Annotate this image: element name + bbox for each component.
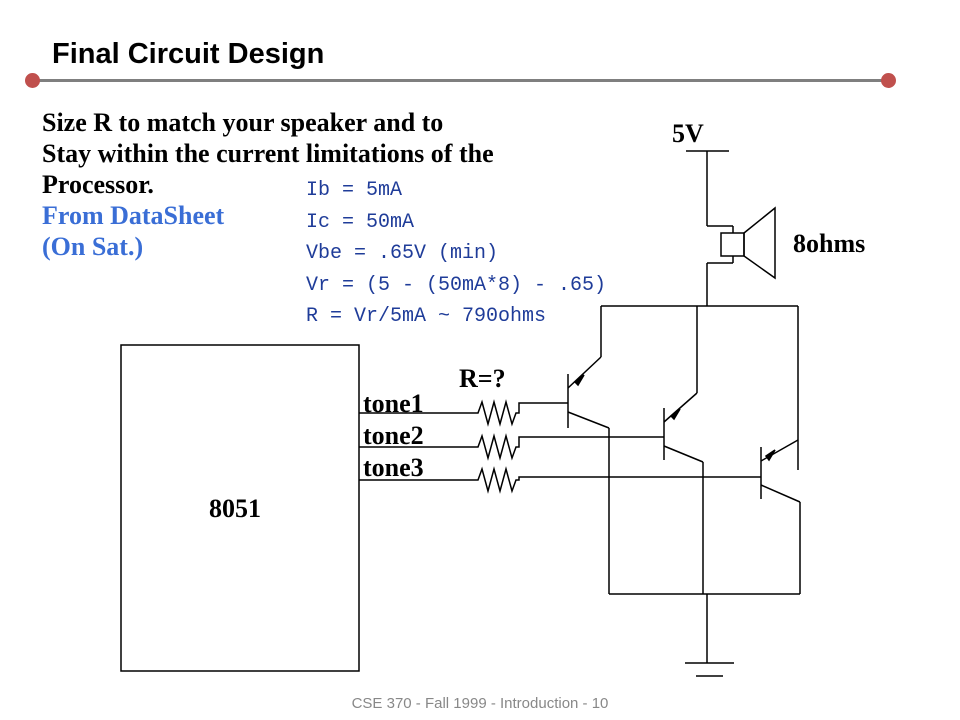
calculation-line: R = Vr/5mA ~ 790ohms — [306, 305, 547, 328]
description-line: Size R to match your speaker and to — [42, 108, 444, 137]
tone-label: tone2 — [363, 421, 424, 450]
speaker-icon — [707, 206, 776, 280]
tone-label: tone1 — [363, 389, 424, 418]
rule-dot-right — [881, 73, 896, 88]
resistor-icon — [462, 399, 537, 427]
supply-label: 5V — [672, 119, 704, 148]
transistor-q3 — [760, 439, 801, 503]
calculation-line: Vbe = .65V (min) — [306, 242, 499, 265]
description-line: Processor. — [42, 170, 154, 199]
resistor-icon — [462, 466, 729, 494]
slide-title: Final Circuit Design — [52, 38, 325, 70]
description-line: Stay within the current limitations of t… — [42, 139, 494, 168]
calculation-block: Ib = 5mA Ic = 50mA Vbe = .65V (min) Vr =… — [306, 175, 606, 333]
source-line: (On Sat.) — [42, 232, 144, 261]
transistor-q1 — [567, 356, 610, 429]
source-line: From DataSheet — [42, 201, 225, 230]
resistor-icon — [462, 433, 633, 461]
calculation-line: Vr = (5 - (50mA*8) - .65) — [306, 273, 607, 297]
title-rule — [30, 79, 890, 82]
chip-8051-box — [120, 344, 360, 672]
rule-dot-left — [25, 73, 40, 88]
resistor-label: R=? — [459, 364, 506, 393]
chip-label: 8051 — [209, 494, 261, 523]
calculation-line: Ic = 50mA — [306, 210, 415, 234]
description-block: Size R to match your speaker and to Stay… — [42, 107, 494, 262]
speaker-label: 8ohms — [793, 229, 866, 258]
calculation-line: Ib = 5mA — [306, 179, 403, 202]
slide-footer: CSE 370 - Fall 1999 - Introduction - 10 — [351, 695, 609, 712]
transistor-q2 — [663, 392, 704, 463]
ground-icon — [685, 662, 734, 677]
tone-label: tone3 — [363, 453, 424, 482]
